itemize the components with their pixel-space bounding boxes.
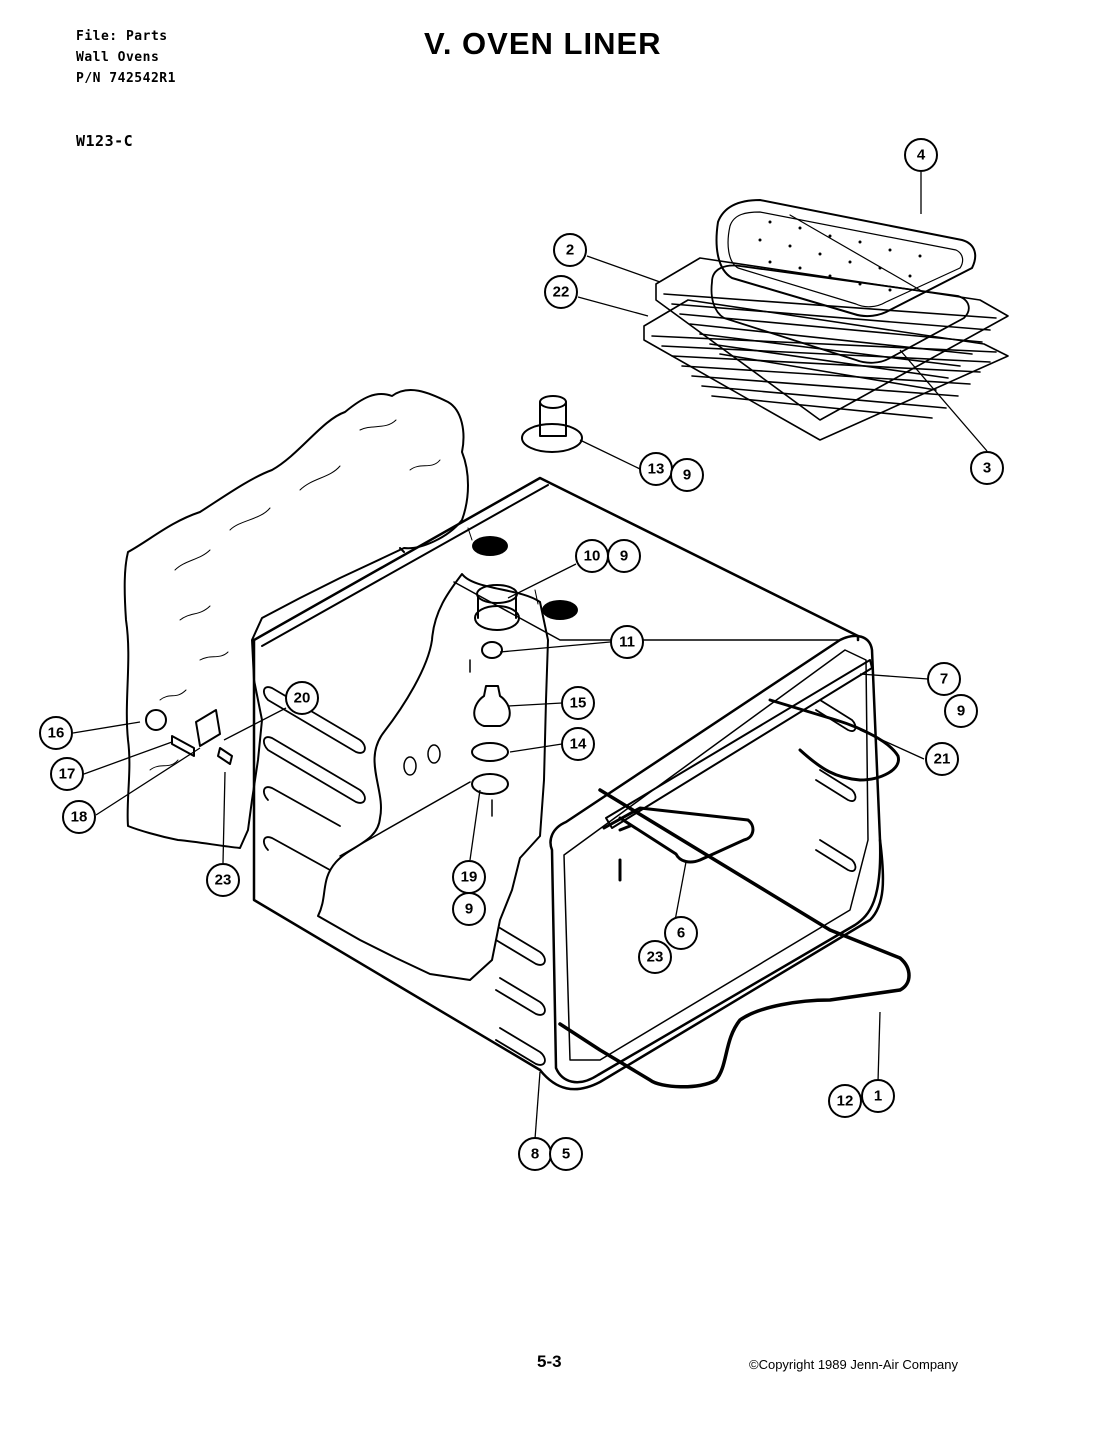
callout-21: 21 [925, 742, 959, 776]
callout-2: 2 [553, 233, 587, 267]
callout-1: 1 [861, 1079, 895, 1113]
svg-text:19: 19 [461, 869, 478, 886]
svg-text:4: 4 [917, 147, 926, 164]
broiler-pan [715, 199, 977, 318]
svg-text:9: 9 [957, 703, 965, 720]
callout-14: 14 [561, 727, 595, 761]
callout-16: 16 [39, 716, 73, 750]
callout-10: 10 [575, 539, 609, 573]
svg-text:5: 5 [562, 1146, 570, 1163]
callout-23-b: 23 [638, 940, 672, 974]
copyright-notice: ©Copyright 1989 Jenn-Air Company [749, 1357, 959, 1372]
callout-9-c: 9 [944, 694, 978, 728]
callout-23-a: 23 [206, 863, 240, 897]
callout-11: 11 [610, 625, 644, 659]
callout-4: 4 [904, 138, 938, 172]
callout-8: 8 [518, 1137, 552, 1171]
element-bracket [605, 659, 873, 829]
vent-hole-top-1 [472, 536, 508, 556]
vent-hole-top-2 [542, 600, 578, 620]
broiler-pan-dots [758, 220, 922, 292]
light-receptacle-top [521, 395, 583, 453]
svg-text:23: 23 [647, 949, 664, 966]
insulation-blanket [123, 388, 469, 849]
callout-7: 7 [927, 662, 961, 696]
svg-text:9: 9 [465, 901, 473, 918]
svg-text:10: 10 [584, 548, 601, 565]
grommet [145, 709, 167, 731]
light-gasket [471, 773, 509, 795]
bracket-plate [195, 709, 221, 747]
callout-9-a: 9 [670, 458, 704, 492]
svg-text:6: 6 [677, 925, 685, 942]
svg-text:8: 8 [531, 1146, 539, 1163]
svg-text:20: 20 [294, 690, 311, 707]
svg-text:9: 9 [620, 548, 628, 565]
callout-12: 12 [828, 1084, 862, 1118]
svg-text:15: 15 [570, 695, 587, 712]
bake-element [558, 788, 911, 1089]
svg-text:2: 2 [566, 242, 574, 259]
svg-text:1: 1 [874, 1088, 882, 1105]
svg-text:18: 18 [71, 809, 88, 826]
model-number: W123-C [76, 132, 134, 150]
part-number-line: P/N 742542R1 [76, 71, 176, 86]
file-line: File: Parts [76, 29, 168, 44]
svg-text:3: 3 [983, 460, 991, 477]
socket-retainer [481, 641, 503, 659]
svg-text:16: 16 [48, 725, 65, 742]
product-line: Wall Ovens [76, 50, 160, 65]
oven-rack-lower [643, 299, 1009, 441]
oven-rack-upper [655, 257, 1009, 421]
callout-9-b: 9 [607, 539, 641, 573]
svg-text:22: 22 [553, 284, 570, 301]
callout-5: 5 [549, 1137, 583, 1171]
callout-18: 18 [62, 800, 96, 834]
callout-6: 6 [664, 916, 698, 950]
page-title: V. OVEN LINER [424, 26, 662, 61]
oven-liner-box [252, 476, 885, 1091]
svg-text:21: 21 [934, 751, 951, 768]
callout-3: 3 [970, 451, 1004, 485]
screw [217, 747, 233, 765]
callout-22: 22 [544, 275, 578, 309]
svg-text:23: 23 [215, 872, 232, 889]
callout-9-d: 9 [452, 892, 486, 926]
broiler-grid [710, 264, 970, 364]
light-bulb [473, 685, 511, 727]
file-info-block: File: Parts Wall Ovens P/N 742542R1 [76, 26, 176, 89]
terminal-block [171, 735, 195, 757]
broil-element [602, 806, 755, 882]
callout-17: 17 [50, 757, 84, 791]
callout-20: 20 [285, 681, 319, 715]
svg-text:13: 13 [648, 461, 665, 478]
page-number: 5-3 [537, 1352, 562, 1371]
svg-text:14: 14 [570, 736, 587, 753]
leader-lines [72, 172, 988, 1140]
light-lens [471, 742, 509, 762]
svg-text:7: 7 [940, 671, 948, 688]
callout-19: 19 [452, 860, 486, 894]
svg-text:11: 11 [619, 634, 635, 651]
svg-text:12: 12 [837, 1093, 854, 1110]
callout-13: 13 [639, 452, 673, 486]
callout-15: 15 [561, 686, 595, 720]
svg-text:9: 9 [683, 467, 691, 484]
svg-text:17: 17 [59, 766, 76, 783]
convection-element [768, 698, 900, 782]
